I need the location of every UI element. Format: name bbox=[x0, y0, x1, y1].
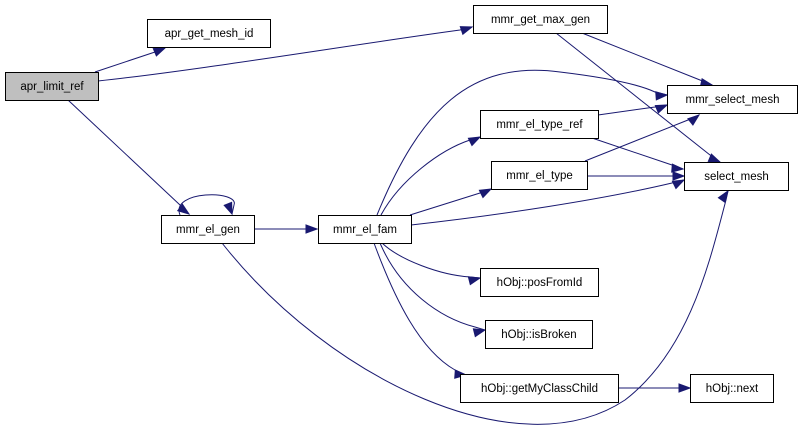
node-label: mmr_el_gen bbox=[176, 224, 240, 236]
edge-mmr-el-fam-to-hobj-posfromid bbox=[381, 242, 482, 286]
edge-line bbox=[591, 137, 684, 170]
arrowhead-icon bbox=[687, 114, 701, 126]
arrowhead-icon bbox=[176, 203, 191, 215]
node-box[interactable] bbox=[473, 5, 608, 34]
edge-mmr-el-type-ref-to-mmr-select-mesh bbox=[597, 104, 669, 116]
arrowhead-icon bbox=[672, 171, 686, 181]
node-mmr-get-max-gen[interactable]: mmr_get_max_gen bbox=[473, 5, 608, 34]
edge-line bbox=[380, 136, 481, 216]
edge-line bbox=[376, 69, 668, 216]
node-hobj-getmyclasschild[interactable]: hObj::getMyClassChild bbox=[460, 374, 619, 403]
edge-line bbox=[67, 99, 190, 215]
node-label: mmr_select_mesh bbox=[686, 94, 780, 106]
arrowhead-icon bbox=[707, 153, 722, 163]
arrowhead-icon bbox=[305, 224, 319, 234]
node-apr-get-mesh-id[interactable]: apr_get_mesh_id bbox=[147, 19, 271, 48]
node-hobj-posfromid[interactable]: hObj::posFromId bbox=[480, 268, 599, 297]
edge-line bbox=[221, 190, 729, 425]
node-mmr-el-type[interactable]: mmr_el_type bbox=[491, 161, 588, 190]
edge-line bbox=[373, 242, 467, 376]
node-label: apr_limit_ref bbox=[20, 81, 84, 93]
arrowhead-icon bbox=[678, 383, 692, 393]
node-box[interactable] bbox=[480, 110, 599, 139]
edge-mmr-el-fam-to-select-mesh bbox=[410, 179, 686, 226]
arrowhead-icon bbox=[717, 189, 729, 204]
node-label: hObj::posFromId bbox=[497, 277, 583, 289]
edge-line bbox=[379, 242, 486, 331]
node-mmr-el-gen[interactable]: mmr_el_gen bbox=[161, 215, 255, 244]
node-box[interactable] bbox=[5, 72, 99, 101]
edge-apr-limit-ref-to-mmr-get-max-gen bbox=[97, 26, 474, 82]
edge-mmr-el-type-to-mmr-select-mesh bbox=[584, 114, 701, 162]
edge-mmr-el-fam-to-mmr-select-mesh bbox=[376, 69, 669, 216]
arrowhead-icon bbox=[478, 188, 493, 199]
arrowhead-icon bbox=[655, 91, 669, 101]
node-apr-limit-ref[interactable]: apr_limit_ref bbox=[5, 72, 99, 101]
node-hobj-isbroken[interactable]: hObj::isBroken bbox=[485, 320, 593, 349]
edge-line bbox=[97, 26, 473, 82]
node-mmr-select-mesh[interactable]: mmr_select_mesh bbox=[667, 85, 798, 114]
arrowhead-icon bbox=[152, 47, 167, 57]
node-label: select_mesh bbox=[704, 171, 769, 183]
node-box[interactable] bbox=[690, 374, 774, 403]
node-select-mesh[interactable]: select_mesh bbox=[684, 162, 789, 191]
nodes-layer: apr_limit_ref apr_get_mesh_id mmr_get_max_… bbox=[5, 5, 798, 403]
node-label: hObj::isBroken bbox=[501, 329, 576, 341]
edge-mmr-el-fam-to-hobj-getmyclasschild bbox=[373, 242, 468, 379]
edge-mmr-el-fam-to-mmr-el-type bbox=[409, 188, 493, 216]
arrowhead-icon bbox=[467, 136, 482, 147]
edge-mmr-get-max-gen-to-mmr-select-mesh bbox=[581, 32, 714, 88]
node-label: mmr_el_type bbox=[506, 170, 572, 182]
node-mmr-el-type-ref[interactable]: mmr_el_type_ref bbox=[480, 110, 599, 139]
edges-layer bbox=[67, 26, 729, 425]
node-box[interactable] bbox=[460, 374, 619, 403]
edge-line bbox=[584, 114, 700, 162]
node-box[interactable] bbox=[161, 215, 255, 244]
edge-mmr-el-gen-to-select-mesh bbox=[221, 189, 729, 425]
node-label: mmr_el_type_ref bbox=[496, 119, 583, 131]
node-box[interactable] bbox=[667, 85, 798, 114]
edge-mmr-el-gen-to-mmr-el-fam bbox=[254, 224, 319, 234]
edge-mmr-el-type-ref-to-select-mesh bbox=[591, 137, 685, 173]
edge-line bbox=[581, 32, 713, 86]
node-label: mmr_el_fam bbox=[333, 224, 397, 236]
edge-line bbox=[178, 194, 235, 216]
edge-line bbox=[410, 179, 685, 226]
arrowhead-icon bbox=[671, 179, 686, 190]
arrowhead-icon bbox=[671, 163, 685, 173]
node-box[interactable] bbox=[684, 162, 789, 191]
edge-line bbox=[409, 188, 492, 216]
arrowhead-icon bbox=[459, 26, 474, 36]
node-box[interactable] bbox=[491, 161, 588, 190]
node-box[interactable] bbox=[318, 215, 412, 244]
node-label: apr_get_mesh_id bbox=[165, 28, 254, 40]
arrowhead-icon bbox=[467, 276, 482, 286]
edge-hobj-getmyclasschild-to-hobj-next bbox=[618, 383, 692, 393]
edge-apr-limit-ref-to-mmr-el-gen bbox=[67, 99, 191, 215]
node-box[interactable] bbox=[147, 19, 271, 48]
edge-mmr-el-fam-to-hobj-isbroken bbox=[379, 242, 487, 338]
node-box[interactable] bbox=[485, 320, 593, 349]
node-mmr-el-fam[interactable]: mmr_el_fam bbox=[318, 215, 412, 244]
node-label: hObj::next bbox=[706, 383, 759, 395]
node-hobj-next[interactable]: hObj::next bbox=[690, 374, 774, 403]
node-box[interactable] bbox=[480, 268, 599, 297]
arrowhead-icon bbox=[472, 328, 487, 338]
edge-mmr-get-max-gen-to-select-mesh bbox=[555, 32, 722, 163]
node-label: mmr_get_max_gen bbox=[491, 14, 590, 26]
edge-mmr-el-type-to-select-mesh bbox=[587, 171, 686, 181]
node-label: hObj::getMyClassChild bbox=[481, 383, 598, 395]
edge-apr-limit-ref-to-apr-get-mesh-id bbox=[94, 47, 167, 73]
edge-mmr-el-gen-to-mmr-el-gen bbox=[178, 194, 235, 216]
edge-mmr-el-fam-to-mmr-el-type-ref bbox=[380, 136, 482, 216]
arrowhead-icon bbox=[223, 201, 233, 216]
arrowhead-icon bbox=[654, 104, 669, 114]
